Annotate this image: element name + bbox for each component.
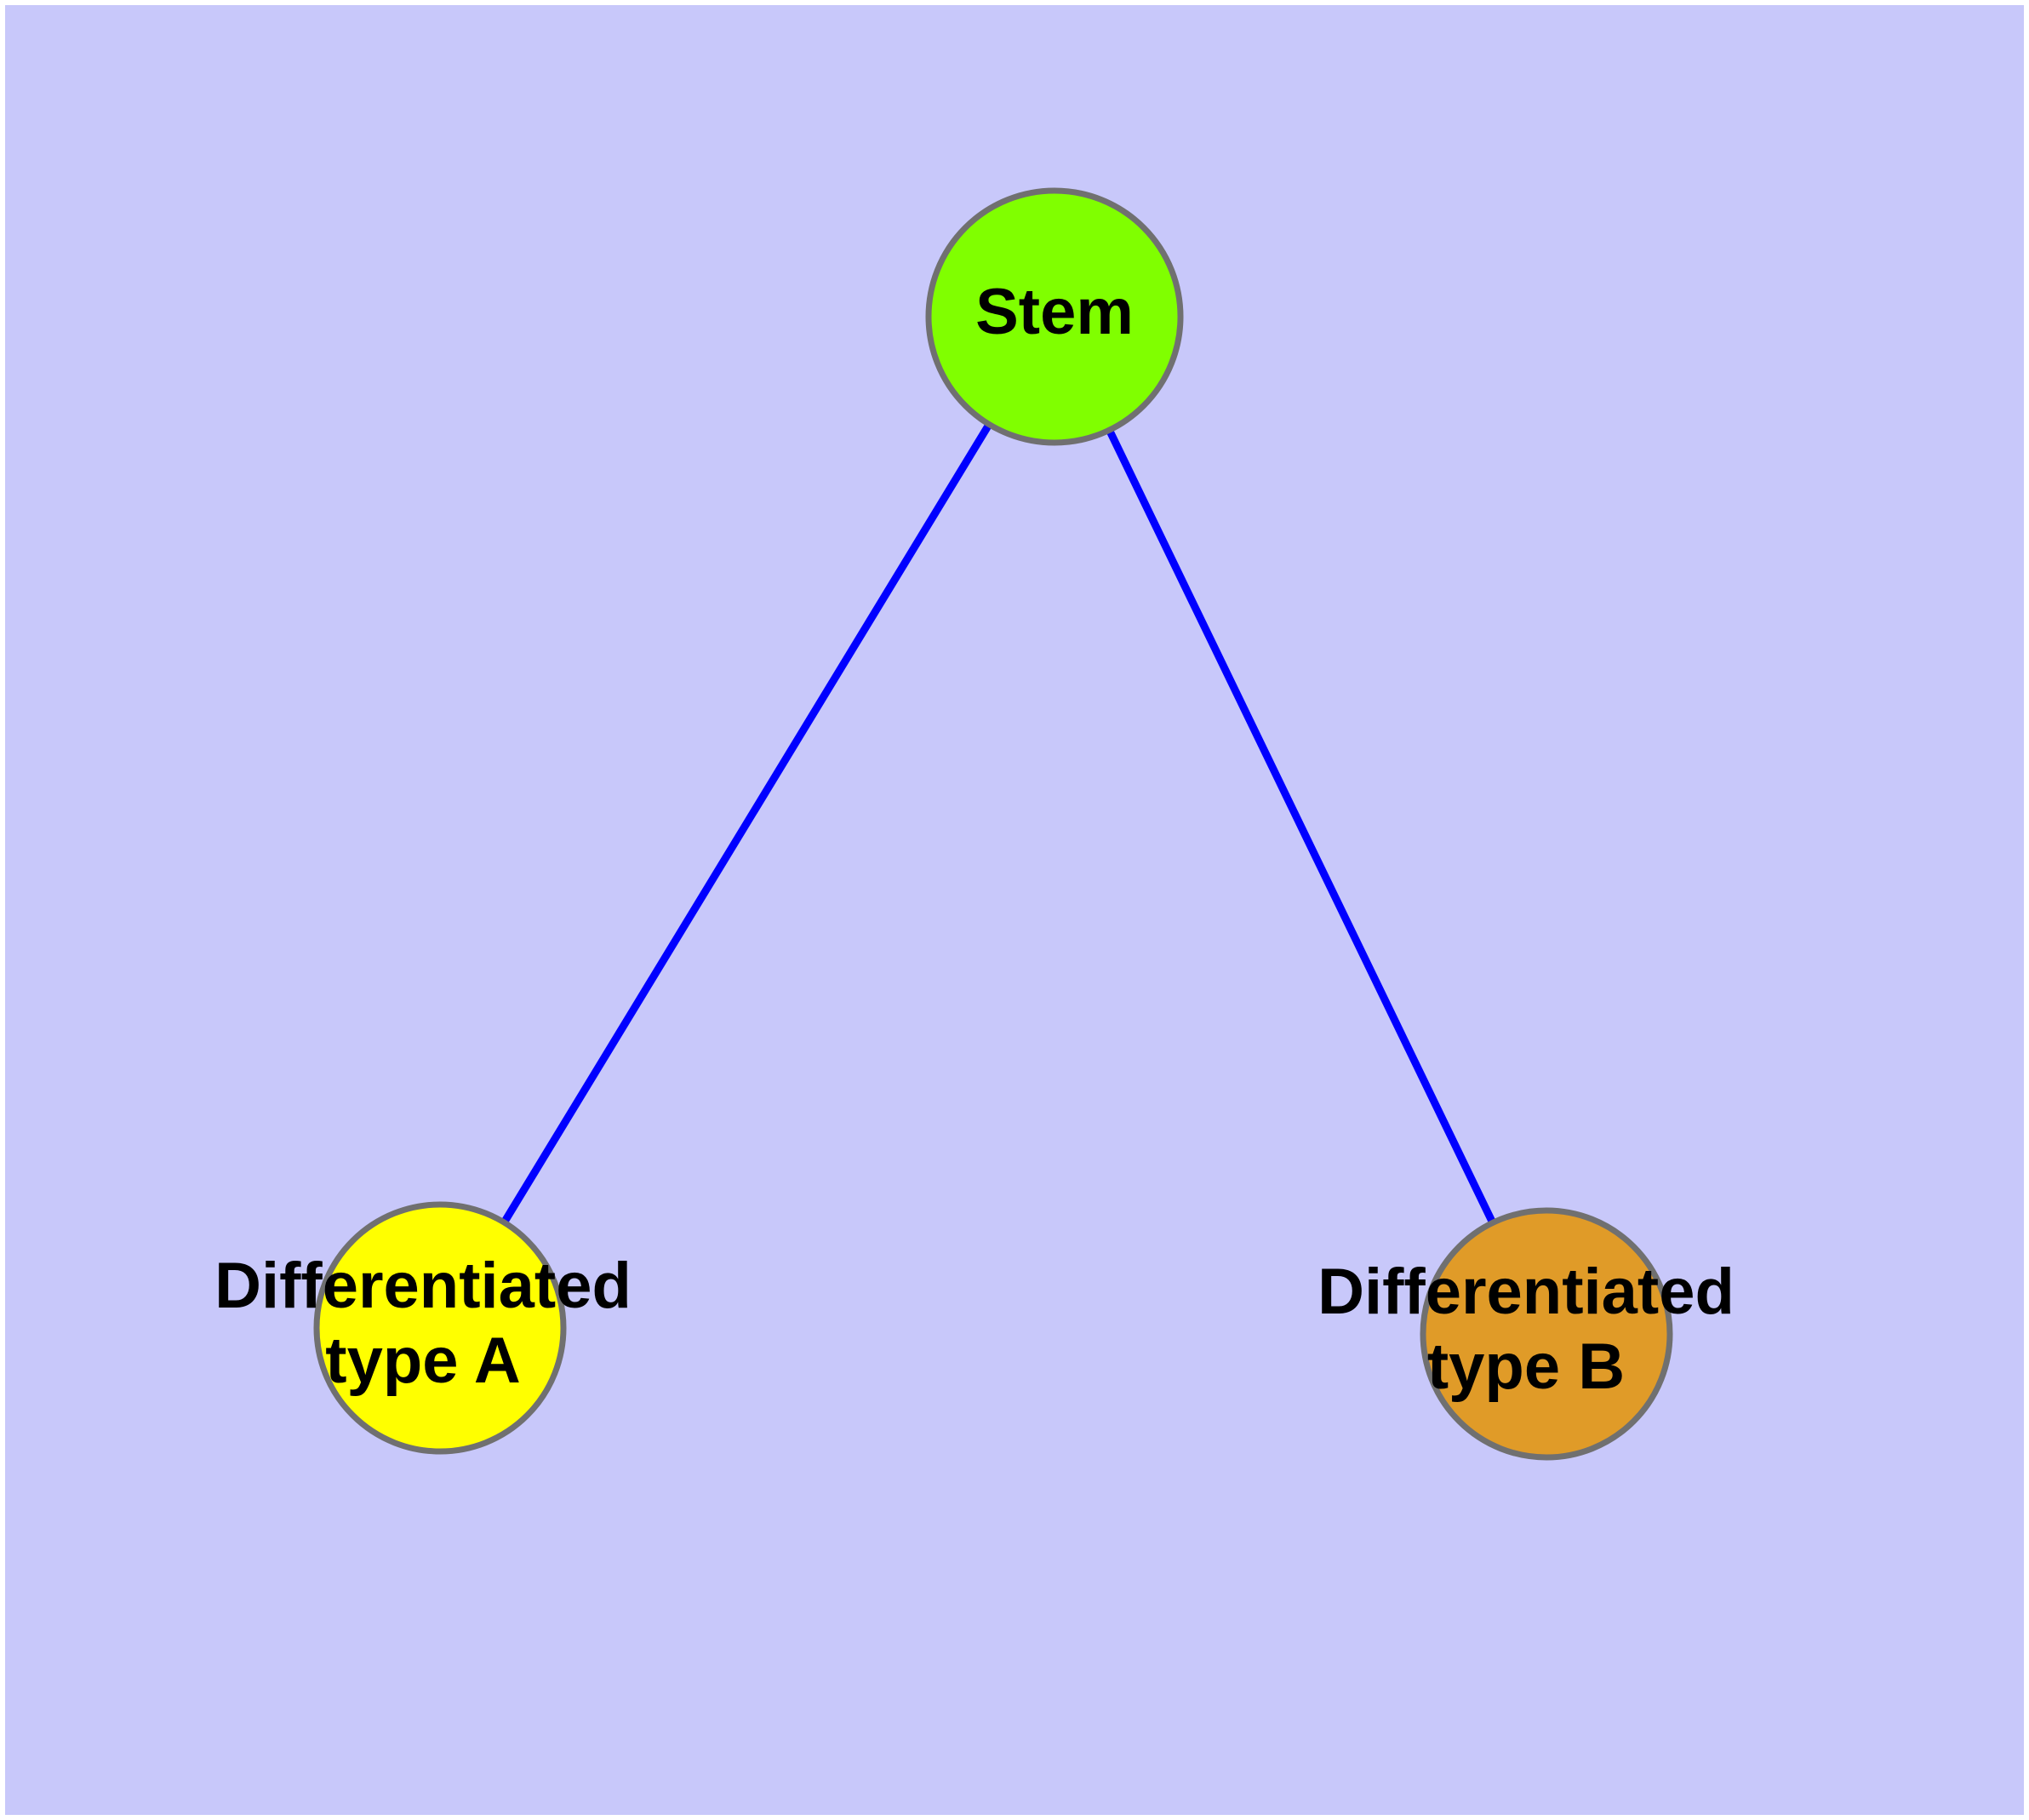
- node-circle[interactable]: [313, 1201, 567, 1455]
- node-label-stem: Stem: [975, 276, 1134, 348]
- node-label-line: type B: [1427, 1331, 1625, 1403]
- graph-node-diff_a[interactable]: [313, 1201, 567, 1455]
- node-label-line: Stem: [975, 276, 1134, 348]
- node-label-line: type A: [325, 1325, 520, 1397]
- graph-node-diff_b[interactable]: [1420, 1207, 1673, 1461]
- graph-node-stem[interactable]: [925, 187, 1184, 446]
- node-label-line: Differentiated: [214, 1250, 632, 1322]
- graph-edge[interactable]: [437, 314, 1058, 1331]
- node-circle[interactable]: [1420, 1207, 1673, 1461]
- graph-edge[interactable]: [1050, 315, 1551, 1336]
- edges-layer: [437, 314, 1551, 1336]
- node-circle[interactable]: [925, 187, 1184, 446]
- node-label-line: Differentiated: [1317, 1256, 1735, 1328]
